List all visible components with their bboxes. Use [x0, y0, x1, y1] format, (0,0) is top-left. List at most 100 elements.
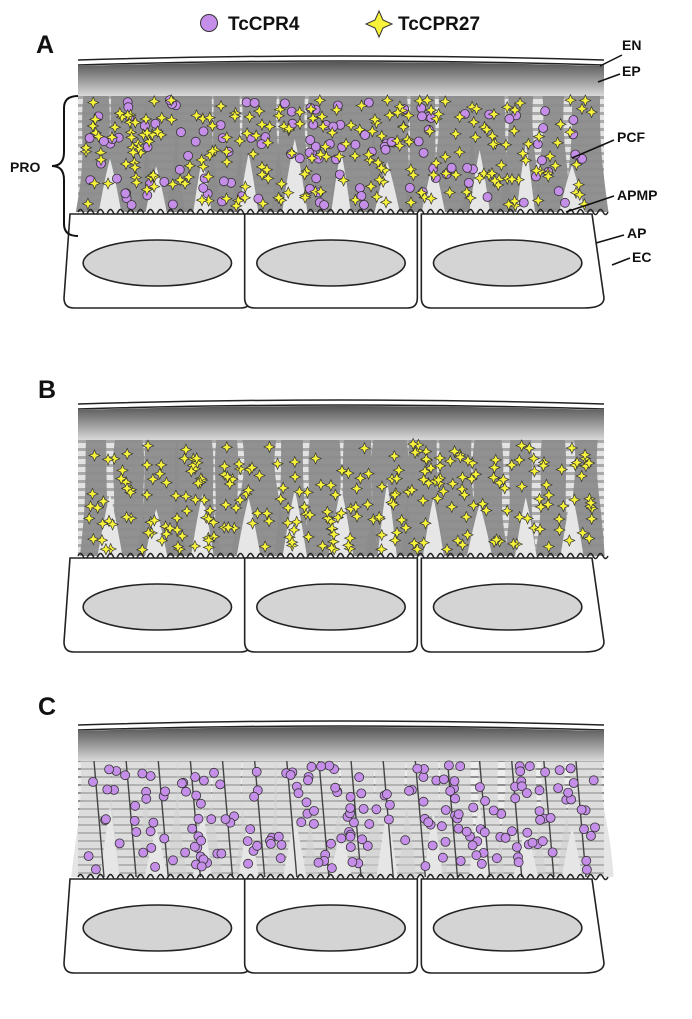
tccpr27-marker	[348, 193, 362, 207]
tccpr27-marker	[353, 123, 367, 136]
tccpr27-marker	[486, 137, 500, 151]
tccpr27-marker	[401, 132, 414, 146]
tccpr27-marker	[188, 539, 202, 553]
tccpr4-marker	[120, 770, 130, 781]
tccpr27-marker	[126, 146, 140, 159]
tccpr4-marker	[326, 838, 336, 849]
tccpr4-marker	[538, 123, 548, 133]
tccpr4-marker	[354, 772, 365, 783]
tccpr4-marker	[180, 847, 191, 858]
tccpr27-marker	[97, 494, 110, 508]
tccpr27-marker	[467, 499, 480, 512]
tccpr27-marker	[197, 493, 211, 507]
tccpr27-marker	[383, 108, 397, 122]
tccpr27-marker	[240, 126, 254, 140]
tccpr27-marker	[423, 124, 437, 138]
epicuticle-layer	[78, 727, 604, 761]
tccpr27-marker	[438, 150, 452, 164]
tccpr27-marker	[407, 536, 421, 550]
tccpr27-marker	[249, 129, 263, 142]
tccpr4-marker	[445, 786, 456, 796]
tccpr27-marker	[147, 180, 161, 193]
tccpr4-marker	[527, 837, 538, 848]
legend-star-label: TcCPR27	[398, 14, 480, 35]
tccpr4-marker	[357, 834, 368, 845]
tccpr4-marker	[309, 806, 319, 816]
tccpr27-marker	[392, 463, 406, 477]
tccpr27-marker	[153, 467, 167, 481]
tccpr4-marker	[159, 176, 170, 187]
tccpr4-marker	[446, 162, 457, 173]
tccpr4-marker	[313, 857, 324, 868]
tccpr27-marker	[99, 542, 113, 556]
tccpr27-marker	[460, 185, 474, 199]
tccpr4-marker	[438, 774, 449, 785]
tccpr4-marker	[114, 838, 125, 849]
tccpr27-marker	[243, 110, 257, 124]
tccpr27-marker	[390, 526, 404, 539]
tccpr27-marker	[140, 488, 154, 502]
label-ap: AP	[627, 225, 646, 241]
tccpr27-marker	[515, 480, 529, 493]
tccpr27-marker	[313, 94, 327, 107]
tccpr4-marker	[218, 176, 229, 187]
tccpr4-marker	[187, 823, 198, 834]
tccpr4-marker	[256, 139, 267, 150]
tccpr27-marker	[578, 448, 592, 462]
tccpr27-marker	[324, 478, 338, 492]
tccpr4-marker	[418, 796, 429, 807]
panel-label-b: B	[38, 376, 56, 404]
tccpr4-marker	[563, 787, 573, 798]
tccpr27-marker	[440, 542, 454, 556]
tccpr4-marker	[359, 199, 369, 210]
pore-canal-fibre	[429, 440, 482, 556]
tccpr4-marker	[517, 781, 527, 792]
tccpr4-marker	[308, 819, 319, 829]
tccpr4-marker	[245, 824, 256, 835]
tccpr27-marker	[373, 173, 386, 187]
apical-projection	[376, 810, 398, 877]
tccpr4-marker	[145, 826, 156, 837]
tccpr4-marker	[371, 804, 382, 815]
tccpr27-marker	[214, 99, 228, 113]
tccpr27-marker	[480, 123, 494, 136]
tccpr27-marker	[314, 148, 328, 162]
tccpr27-marker	[191, 476, 205, 490]
tccpr4-marker	[380, 144, 391, 155]
tccpr27-marker	[189, 493, 202, 507]
tccpr27-marker	[470, 102, 483, 116]
tccpr27-marker	[86, 119, 100, 133]
tccpr27-marker	[263, 120, 277, 133]
tccpr4-marker	[476, 858, 487, 869]
tccpr4-marker	[467, 840, 478, 851]
tccpr27-marker	[179, 443, 193, 456]
apical-projection	[561, 827, 583, 877]
tccpr27-marker	[445, 500, 459, 514]
tccpr27-marker	[206, 144, 219, 158]
tccpr4-marker	[440, 805, 451, 815]
tccpr27-marker	[92, 130, 106, 143]
tccpr4-marker	[243, 858, 254, 869]
tccpr4-marker	[251, 766, 262, 777]
tccpr27-marker	[461, 454, 475, 467]
tccpr27-marker	[207, 516, 220, 529]
tccpr27-marker	[553, 523, 566, 537]
tccpr27-marker	[86, 532, 100, 546]
tccpr4-marker	[437, 852, 448, 863]
tccpr27-marker	[171, 540, 185, 553]
tccpr27-marker	[309, 452, 322, 465]
tccpr4-marker	[488, 805, 499, 816]
tccpr27-marker	[151, 125, 164, 138]
apical-projection	[100, 806, 120, 877]
tccpr4-marker	[582, 864, 592, 875]
tccpr27-marker	[449, 168, 463, 182]
tccpr4-marker	[311, 173, 322, 184]
tccpr27-marker	[443, 454, 457, 468]
tccpr4-marker	[443, 760, 454, 771]
tccpr27-marker	[370, 190, 384, 204]
tccpr4-marker	[455, 856, 466, 866]
tccpr27-marker	[285, 146, 299, 160]
tccpr4-marker	[138, 847, 149, 858]
tccpr27-marker	[320, 150, 333, 164]
tccpr27-marker	[534, 500, 548, 514]
